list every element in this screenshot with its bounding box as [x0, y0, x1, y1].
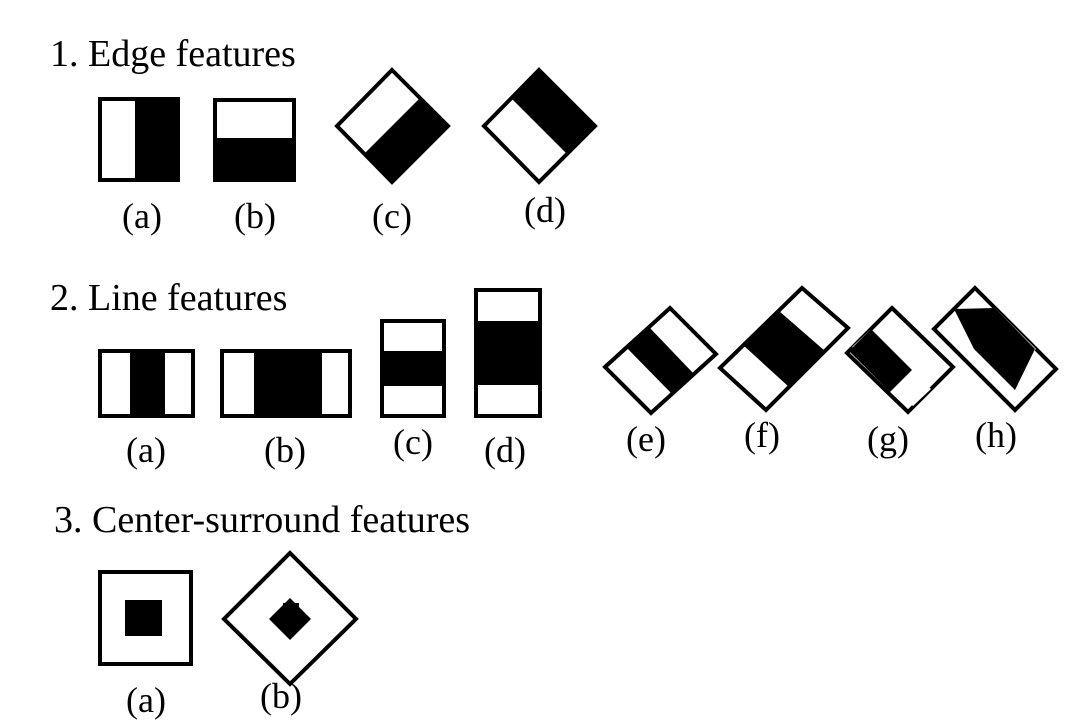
line-feature-h — [931, 285, 1059, 413]
edge-feature-a — [98, 97, 180, 182]
line-feature-b — [220, 349, 352, 418]
edge-feature-b-label: (b) — [234, 196, 276, 236]
line-feature-g — [844, 305, 956, 415]
line-feature-f-label: (f) — [744, 415, 780, 455]
edge-feature-d — [481, 67, 598, 185]
edge-feature-a-label: (a) — [122, 196, 162, 236]
edge-feature-b — [213, 98, 296, 182]
line-feature-g-label: (g) — [867, 419, 909, 459]
line-feature-c — [380, 319, 446, 418]
section-heading-edge: 1. Edge features — [50, 33, 296, 75]
edge-feature-c-label: (c) — [372, 196, 412, 236]
line-feature-d-label: (d) — [484, 430, 526, 470]
line-feature-a — [98, 349, 195, 418]
line-feature-e — [602, 305, 719, 416]
line-feature-c-label: (c) — [393, 422, 433, 462]
section-heading-line: 2. Line features — [50, 277, 287, 319]
line-feature-f — [717, 285, 851, 413]
center-surround-feature-a-label: (a) — [126, 680, 166, 720]
center-surround-feature-b-label: (b) — [260, 676, 302, 716]
section-heading-center-surround: 3. Center-surround features — [54, 499, 470, 541]
center-surround-feature-b — [221, 550, 359, 687]
line-feature-e-label: (e) — [626, 419, 666, 459]
center-surround-feature-a — [98, 570, 193, 666]
line-feature-h-label: (h) — [975, 415, 1017, 455]
line-feature-d — [474, 288, 542, 418]
line-feature-a-label: (a) — [126, 430, 166, 470]
line-feature-b-label: (b) — [264, 430, 306, 470]
edge-feature-d-label: (d) — [524, 190, 566, 230]
edge-feature-c — [334, 67, 451, 185]
